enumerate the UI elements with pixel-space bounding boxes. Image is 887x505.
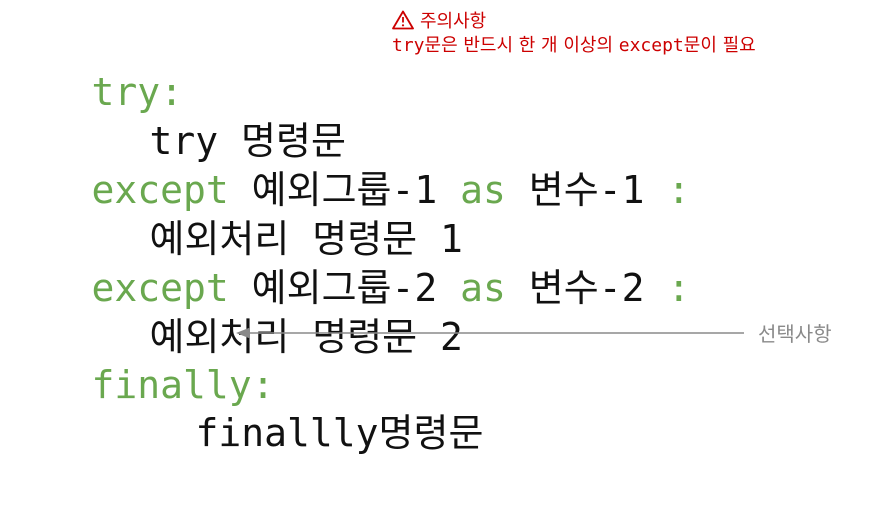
as-keyword: as — [460, 168, 506, 212]
except-body: 예외처리 명령문 2 — [149, 315, 463, 359]
finally-body-line: finallly명령문 — [104, 361, 484, 505]
warning-triangle-icon — [392, 10, 414, 30]
try-body: try 명령문 — [149, 119, 346, 163]
except-keyword: except — [91, 266, 229, 310]
except-1-line: except 예외그룹-1 as 변수-1 : — [0, 118, 691, 262]
variable-name: 변수-1 — [505, 168, 668, 212]
except-keyword: except — [91, 168, 229, 212]
as-keyword: as — [460, 266, 506, 310]
except-1-body-line: 예외처리 명령문 1 — [58, 167, 463, 311]
exception-group: 예외그룹-2 — [228, 266, 461, 310]
caution-text-end: 문이 필요 — [683, 35, 756, 56]
except-2-line: except 예외그룹-2 as 변수-2 : — [0, 216, 691, 360]
finally-keyword-line: finally: — [0, 313, 275, 457]
caution-text: try문은 반드시 한 개 이상의 except문이 필요 — [392, 34, 756, 58]
colon: : — [667, 266, 691, 310]
optional-label: 선택사항 — [758, 322, 832, 346]
caution-title-row: 주의사항 — [392, 10, 756, 34]
variable-name: 변수-2 — [505, 266, 668, 310]
colon: : — [667, 168, 691, 212]
try-keyword: try: — [91, 70, 184, 114]
except-2-body-line: 예외처리 명령문 2 — [58, 265, 463, 409]
try-body-line: try 명령문 — [58, 69, 346, 213]
caution-try-keyword: try — [392, 35, 425, 56]
caution-note: 주의사항 try문은 반드시 한 개 이상의 except문이 필요 — [392, 10, 756, 58]
exception-group: 예외그룹-1 — [228, 168, 461, 212]
finally-keyword: finally: — [91, 363, 275, 407]
except-body: 예외처리 명령문 1 — [149, 217, 463, 261]
caution-title: 주의사항 — [420, 11, 487, 32]
try-keyword-line: try: — [0, 20, 184, 164]
caution-text-middle: 문은 반드시 한 개 이상의 — [424, 35, 619, 56]
left-arrow-icon — [236, 327, 744, 339]
caution-except-keyword: except — [618, 35, 684, 56]
finally-body: finallly명령문 — [195, 411, 484, 455]
